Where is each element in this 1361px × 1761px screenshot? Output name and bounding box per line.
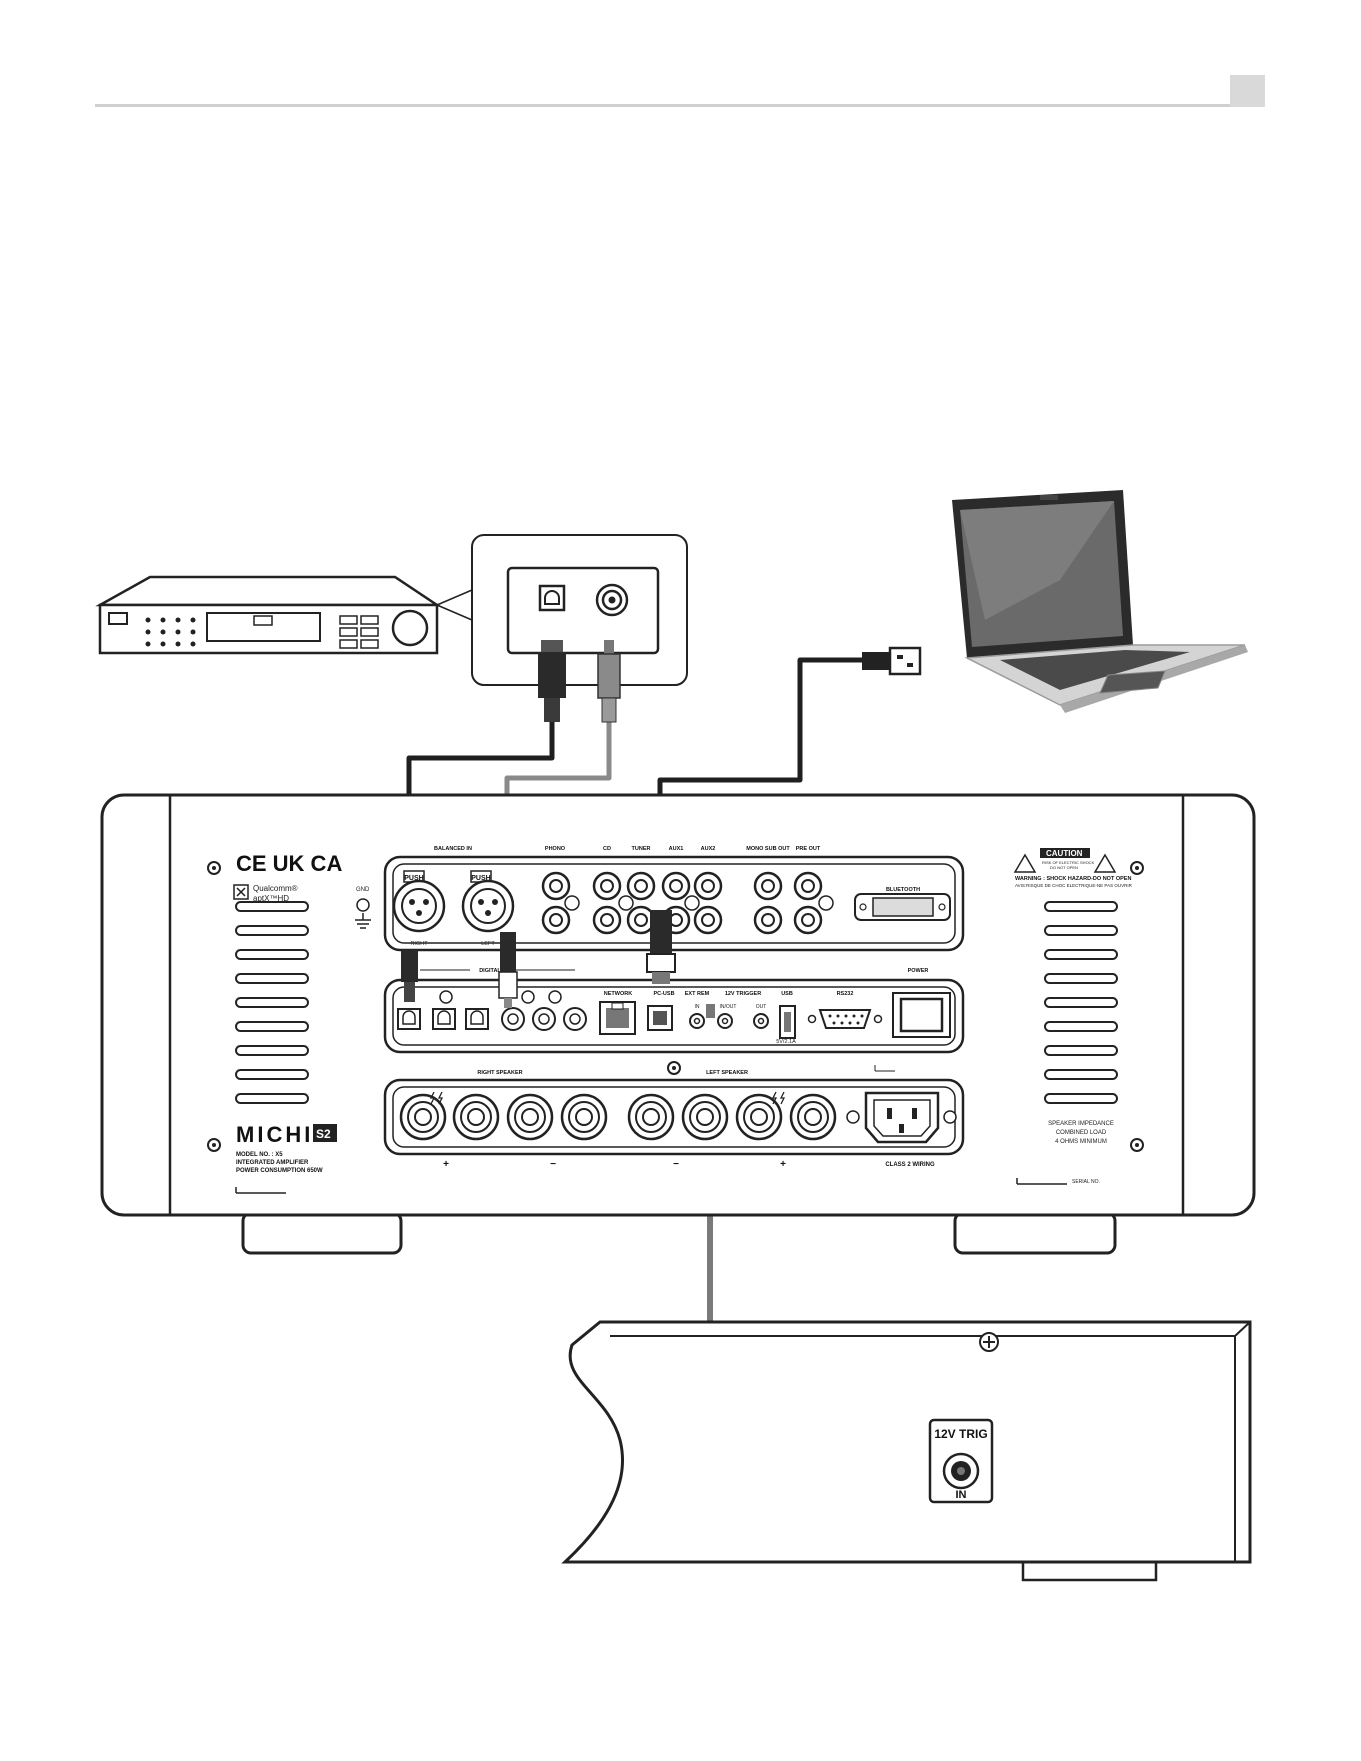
analog-input-rail: BALANCED IN PHONO CD TUNER AUX1 AUX2 MON… — [383, 846, 965, 952]
series-badge: S2 — [316, 1127, 331, 1141]
ground-terminal-icon — [355, 898, 371, 929]
receiver-component: 12V TRIG IN — [561, 1320, 1252, 1582]
trigger-sub-out: OUT — [756, 1004, 767, 1010]
section-pre-out: PRE OUT — [796, 846, 821, 852]
pc-usb-port — [647, 1005, 673, 1031]
polarity-2: − — [550, 1159, 556, 1170]
header-rule — [95, 104, 1230, 107]
page-header — [95, 75, 1265, 107]
warning-line-1: WARNING : SHOCK HAZARD-DO NOT OPEN — [1015, 876, 1131, 882]
usb-rating: 5V/2.1A — [776, 1039, 796, 1045]
class2-label: CLASS 2 WIRING — [885, 1162, 935, 1168]
gnd-label: GND — [356, 887, 370, 893]
section-ext-rem: EXT REM — [685, 991, 710, 997]
impedance-line-2: COMBINED LOAD — [1056, 1130, 1107, 1136]
aptx-line-2: aptX™HD — [253, 894, 289, 903]
balanced-left-label: LEFT — [481, 941, 495, 947]
polarity-4: + — [780, 1159, 786, 1170]
laptop — [952, 490, 1248, 713]
speaker-rail — [383, 1078, 965, 1156]
right-speaker-label: RIGHT SPEAKER — [477, 1070, 522, 1076]
power-line: POWER CONSUMPTION 650W — [236, 1168, 323, 1174]
receiver-trigger-sub: IN — [956, 1489, 967, 1501]
aptx-logo-icon — [233, 884, 249, 900]
ac-inlet — [846, 1091, 957, 1144]
receiver-trigger-title: 12V TRIG — [934, 1427, 987, 1441]
receiver-trigger-jack — [942, 1452, 980, 1490]
aptx-line-1: Qualcomm® — [253, 884, 298, 893]
coaxial-inputs — [439, 990, 587, 1031]
caution-block: CAUTION RISK OF ELECTRIC SHOCK DO NOT OP… — [1013, 848, 1133, 888]
amp-end-plugs — [401, 910, 715, 1018]
usb-a-plug — [862, 646, 922, 676]
power-label: POWER — [908, 968, 929, 974]
right-vents — [1044, 901, 1118, 1104]
mini-jacks — [689, 1013, 769, 1029]
power-switch — [892, 992, 951, 1038]
section-pc-usb: PC-USB — [653, 991, 674, 997]
optical-inputs — [397, 1008, 489, 1030]
section-mono-sub-out: MONO SUB OUT — [746, 846, 790, 852]
section-usb: USB — [781, 991, 793, 997]
caution-title: CAUTION — [1046, 849, 1083, 858]
section-aux2: AUX2 — [701, 846, 716, 852]
receiver-screw — [979, 1332, 999, 1352]
network-port — [599, 1001, 636, 1035]
impedance-line-3: 4 OHMS MINIMUM — [1055, 1139, 1107, 1145]
section-aux1: AUX1 — [669, 846, 684, 852]
xlr-right-jack — [392, 870, 446, 933]
speaker-terminals — [399, 1093, 837, 1141]
digital-label: DIGITAL — [479, 968, 501, 974]
brand-name: MICHI — [236, 1122, 313, 1147]
trigger-sub-inout: IN/OUT — [720, 1004, 737, 1010]
bluetooth-module — [854, 893, 951, 921]
section-balanced-in: BALANCED IN — [434, 846, 472, 852]
amplifier-rear-panel: CE UK CA Qualcomm® aptX™HD GND MICHI S2 … — [100, 793, 1256, 1255]
polarity-3: − — [673, 1159, 679, 1170]
xlr-left-jack — [461, 870, 515, 933]
cd-player — [95, 575, 442, 655]
page-tab — [1230, 75, 1265, 107]
cd-player-outputs-callout — [436, 534, 688, 686]
impedance-line-1: SPEAKER IMPEDANCE — [1048, 1121, 1114, 1127]
section-12v-trigger: 12V TRIGGER — [725, 991, 761, 997]
serial-label: SERIAL NO. — [1072, 1179, 1100, 1185]
cd-end-plugs — [538, 640, 621, 723]
section-phono: PHONO — [545, 846, 566, 852]
balanced-right-label: RIGHT — [410, 941, 428, 947]
left-vents — [235, 901, 309, 1104]
section-rs232: RS232 — [837, 991, 854, 997]
polarity-1: + — [443, 1159, 449, 1170]
section-tuner: TUNER — [632, 846, 651, 852]
left-speaker-label: LEFT SPEAKER — [706, 1070, 748, 1076]
type-line: INTEGRATED AMPLIFIER — [236, 1160, 309, 1166]
model-line: MODEL NO. : X5 — [236, 1152, 283, 1158]
trigger-sub-in: IN — [695, 1004, 700, 1010]
warning-line-2: AVIS:RISQUE DE CHOC ELECTRIQUE-NE PAS OU… — [1015, 883, 1133, 888]
section-network: NETWORK — [604, 991, 632, 997]
section-cd: CD — [603, 846, 611, 852]
bluetooth-label: BLUETOOTH — [886, 887, 920, 893]
caution-line-1: RISK OF ELECTRIC SHOCK — [1042, 860, 1095, 865]
coaxial-out-port — [595, 583, 629, 617]
optical-out-port — [538, 584, 566, 612]
push-left: PUSH — [471, 875, 490, 882]
push-right: PUSH — [404, 875, 423, 882]
rs232-port — [807, 1009, 883, 1029]
digital-rail: NETWORK PC-USB EXT REM 12V TRIGGER IN IN… — [383, 978, 965, 1054]
caution-line-2: DO NOT OPEN — [1050, 865, 1078, 870]
certification-marks: CE UK CA — [236, 851, 342, 876]
usb-a-port — [779, 1005, 796, 1039]
